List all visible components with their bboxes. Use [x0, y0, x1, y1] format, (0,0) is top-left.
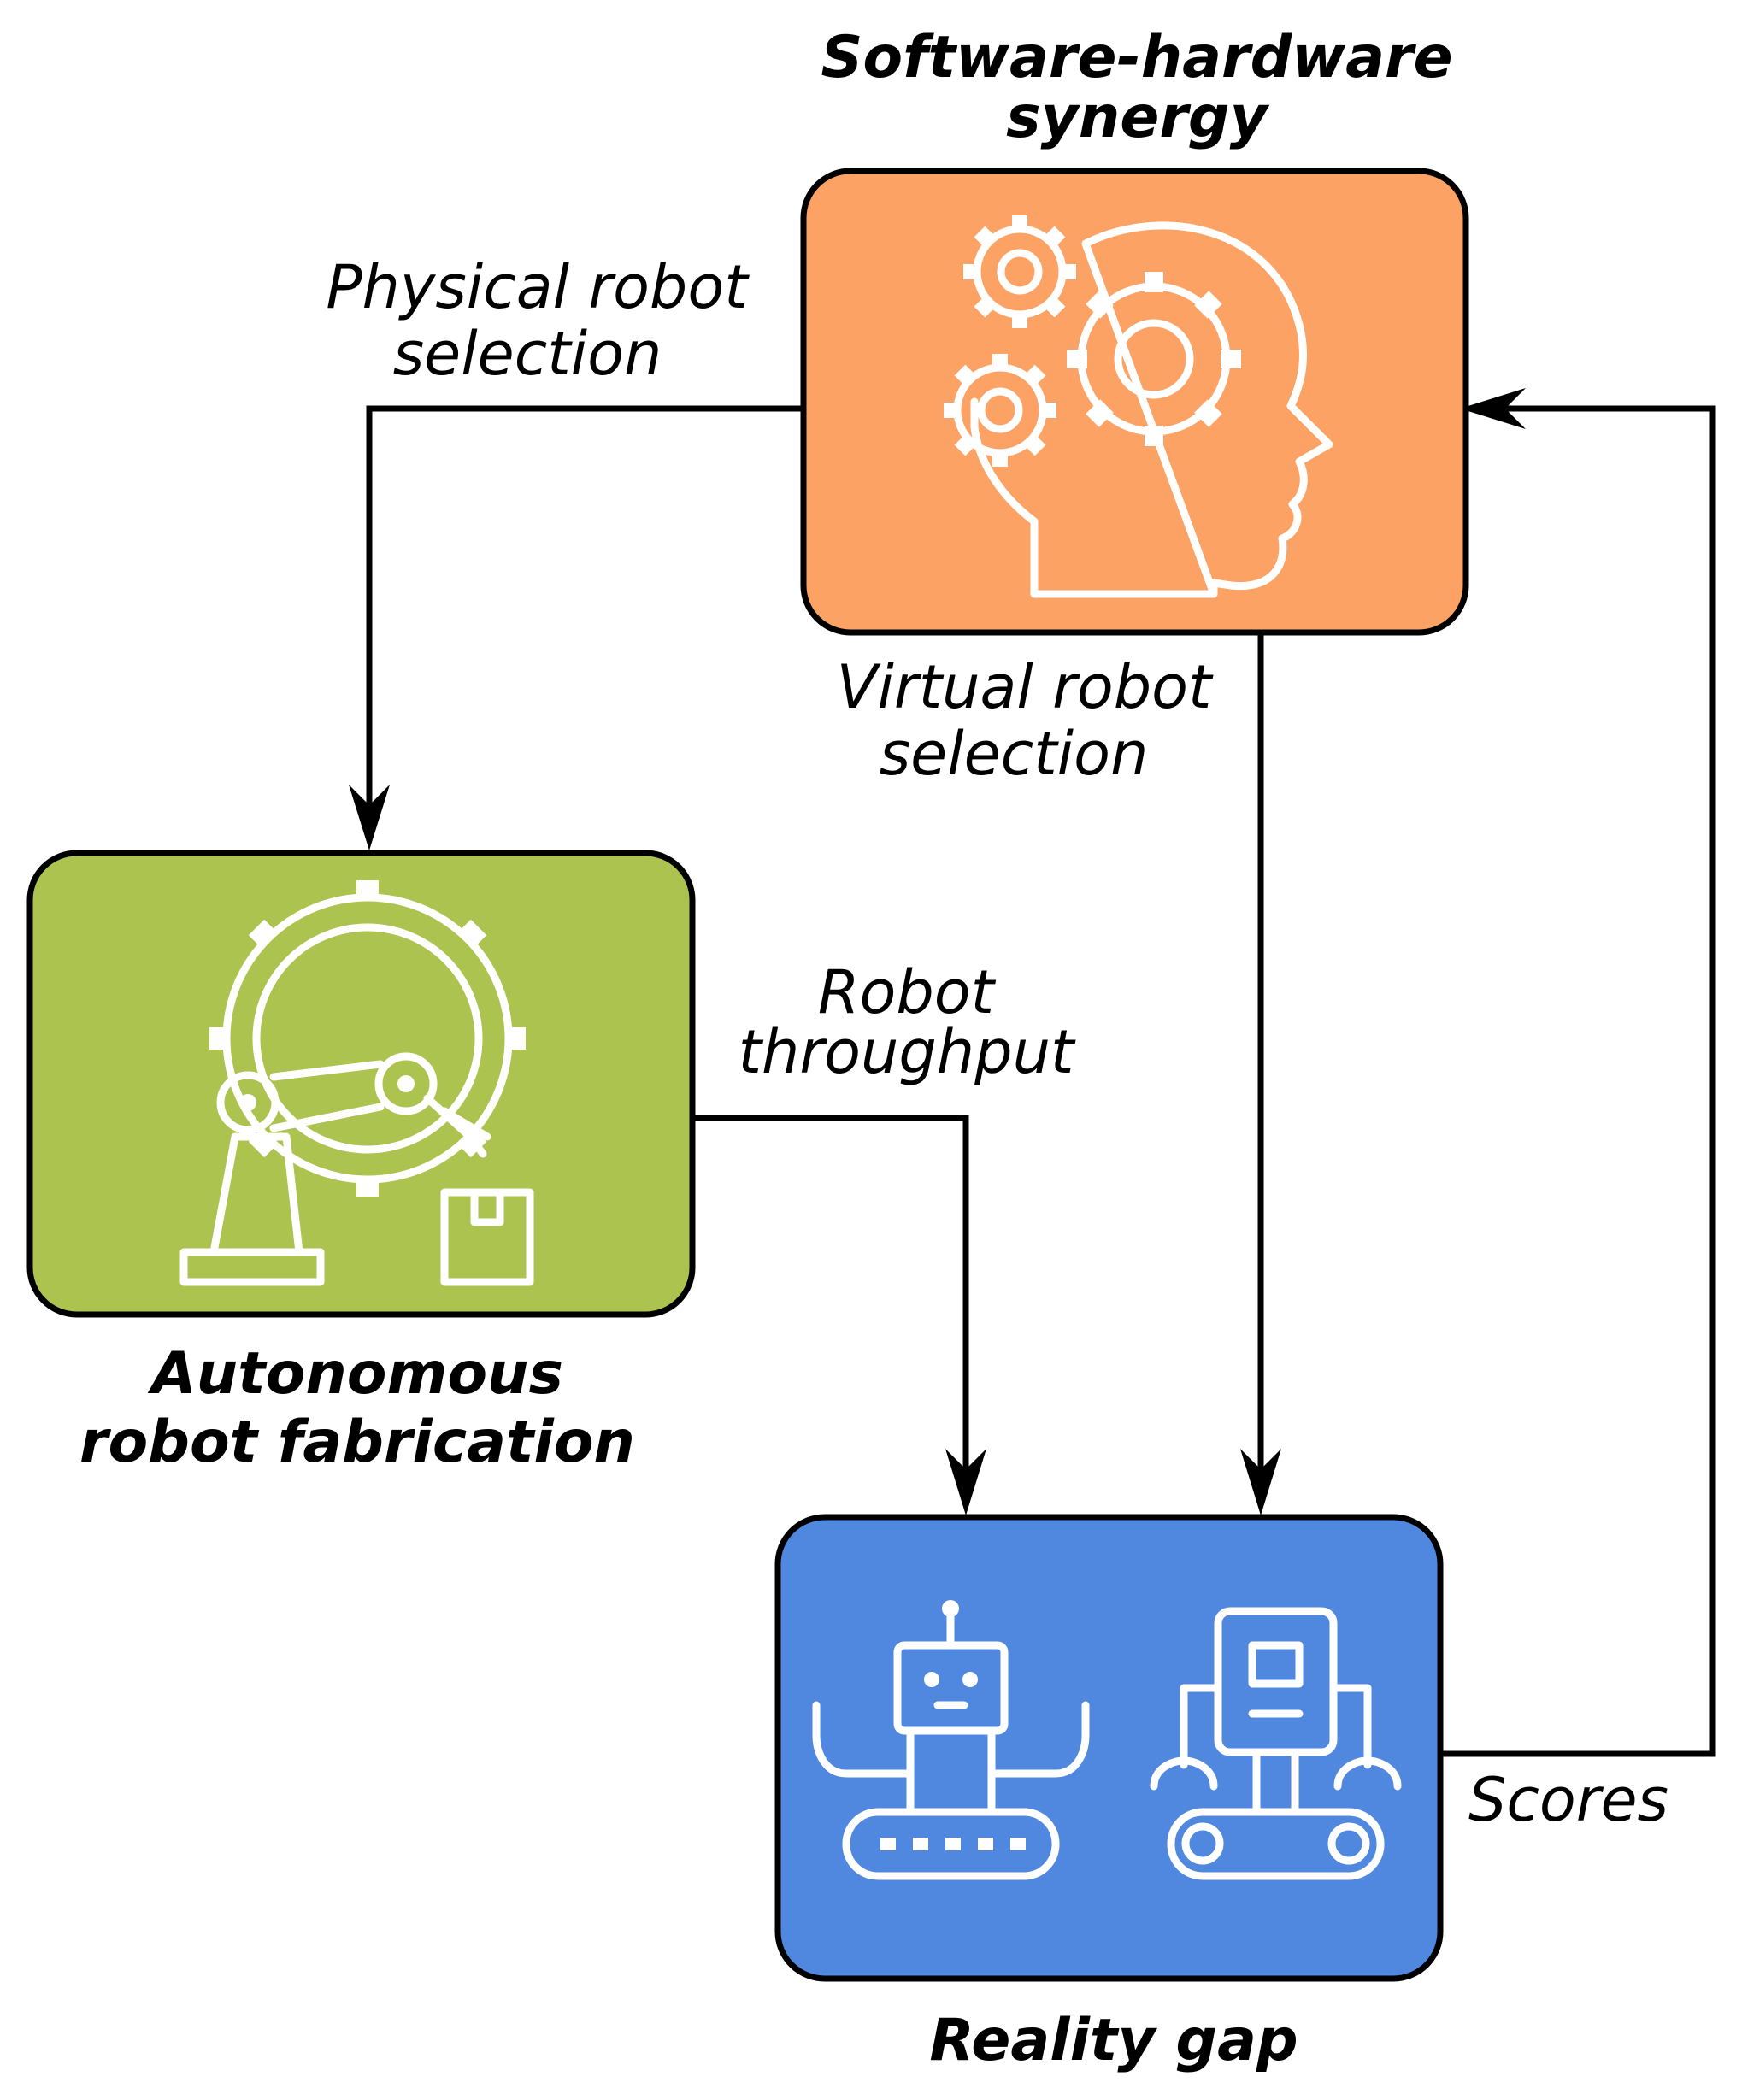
two-robots-icon [812, 1600, 1402, 1880]
reality-title: Reality gap [929, 2007, 1298, 2074]
label-virtual-line2: selection [880, 719, 1149, 789]
software-title-line2: synergy [1006, 84, 1270, 151]
label-scores: Scores [1468, 1765, 1668, 1835]
label-throughput-line2: throughput [739, 1017, 1076, 1087]
head-gears-icon [944, 215, 1333, 598]
arrowhead-physical [349, 785, 390, 850]
arrowhead-virtual [1240, 1449, 1281, 1515]
software-hardware-node [800, 168, 1469, 636]
arrowhead-scores [1460, 388, 1526, 429]
software-title-line1: Software-hardware [821, 24, 1452, 91]
robot-right-icon [1150, 1607, 1402, 1880]
label-throughput-line1: Robot [818, 957, 997, 1027]
edge-robot-throughput [692, 1115, 969, 1487]
reality-box [774, 1514, 1444, 1982]
fabrication-box [26, 850, 696, 1318]
arrowhead-throughput [945, 1449, 986, 1515]
robot-arm-gear-icon [179, 880, 534, 1286]
software-box [800, 168, 1469, 636]
autonomous-fabrication-node [26, 850, 696, 1318]
fabrication-title-line2: robot fabrication [79, 1409, 635, 1476]
reality-gap-node [774, 1514, 1444, 1982]
label-virtual-line1: Virtual robot [837, 652, 1214, 722]
fabrication-title-line1: Autonomous [147, 1340, 563, 1408]
label-physical-line2: selection [393, 319, 662, 389]
robot-left-icon [812, 1600, 1090, 1880]
edge-scores [1440, 405, 1716, 1757]
edge-physical-selection [366, 405, 803, 821]
label-physical-line1: Physical robot [326, 252, 750, 322]
